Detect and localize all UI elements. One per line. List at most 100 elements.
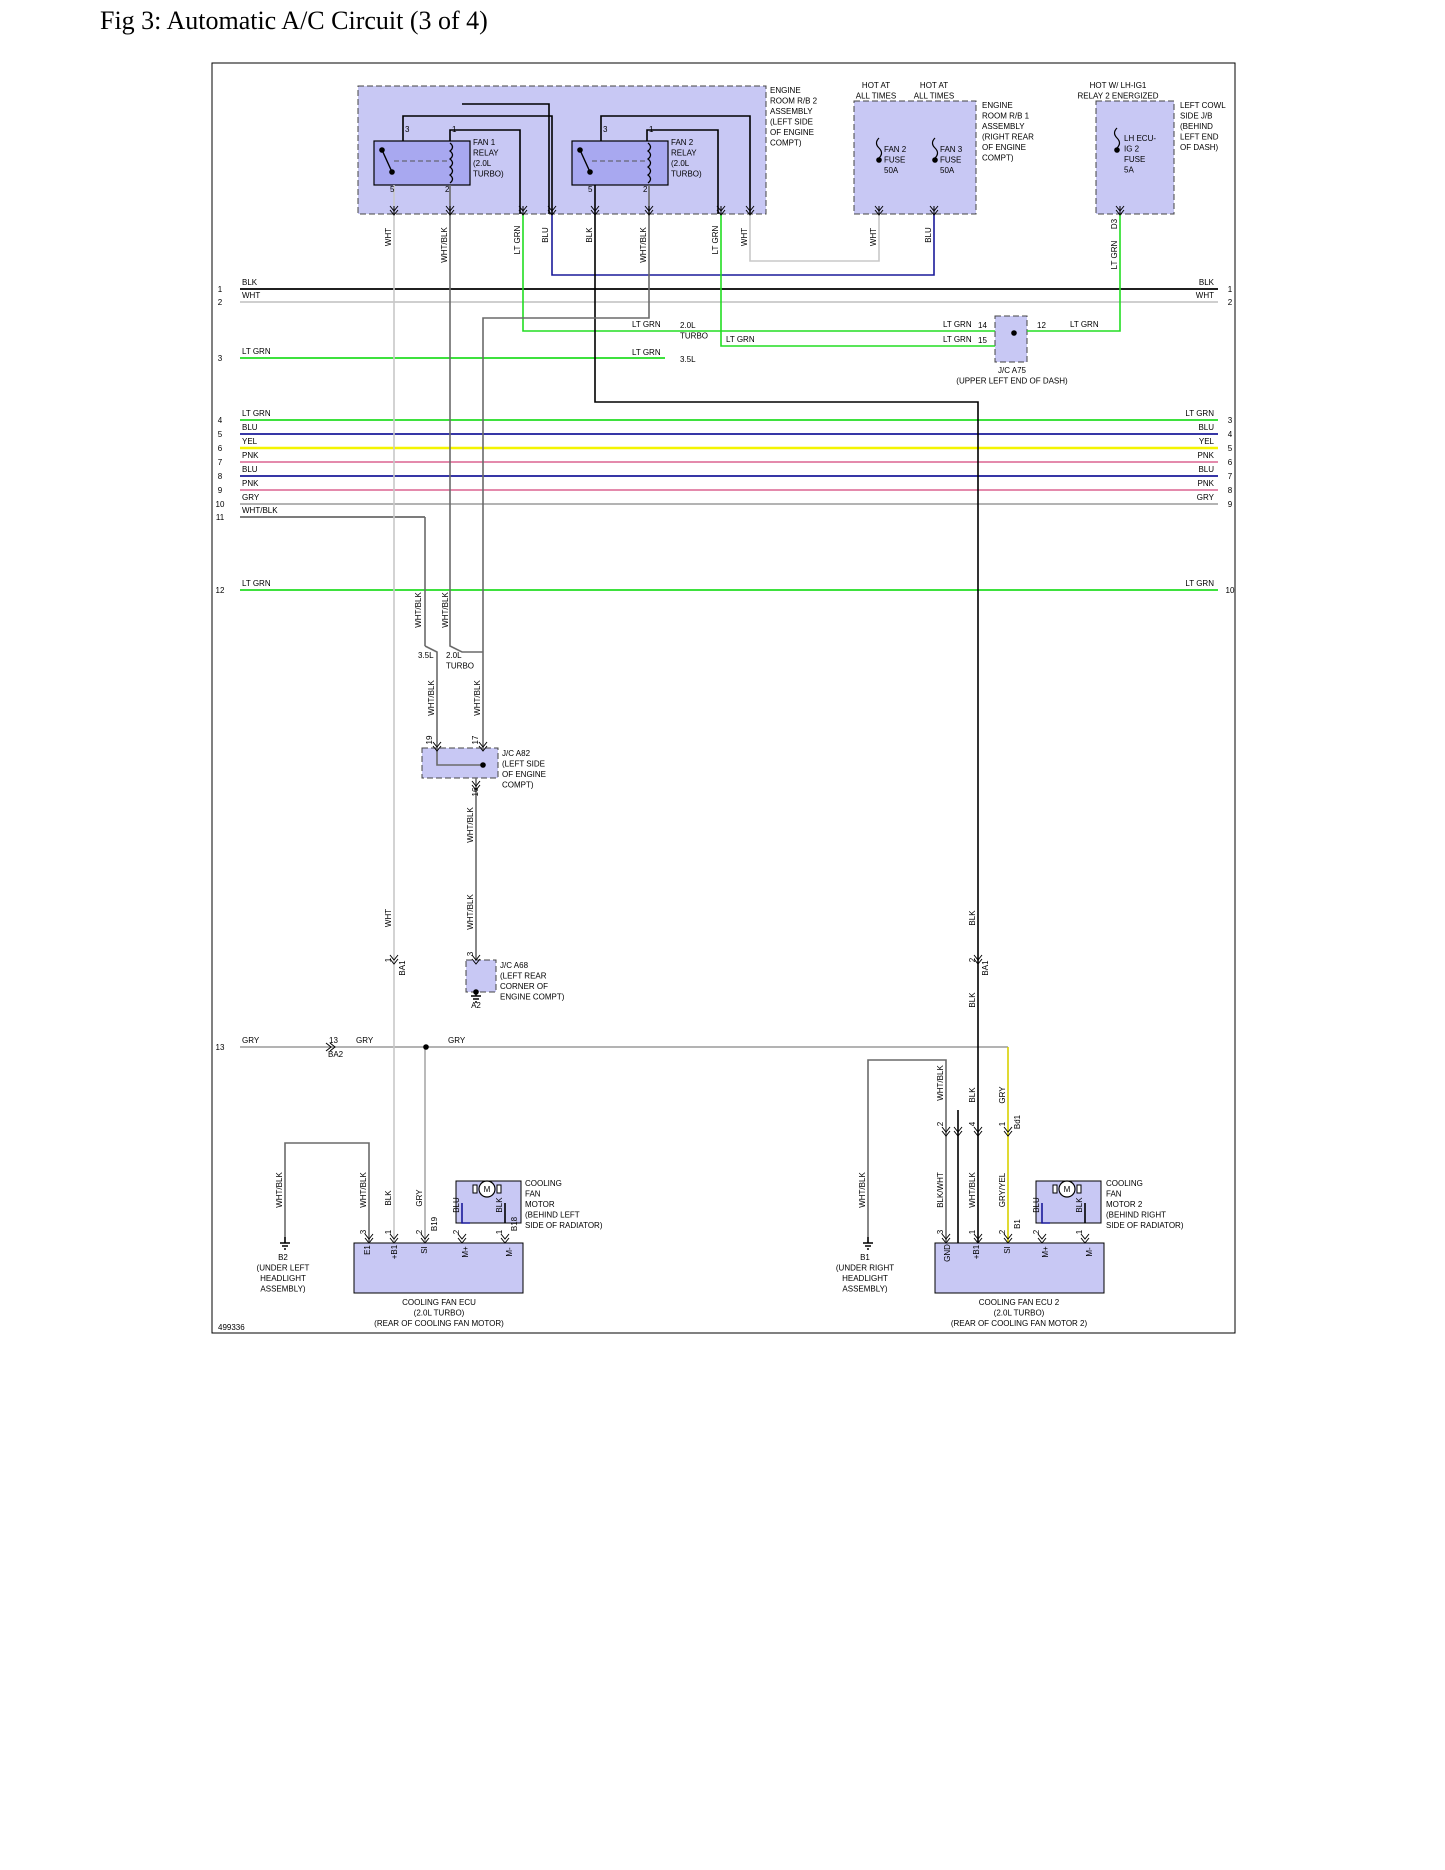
pin-label: 5 (390, 185, 395, 194)
fan-1-relay-switch-contact (389, 169, 395, 175)
wire-label: WHT/BLK (466, 807, 475, 843)
ecu-terminal-label: GND (943, 1244, 952, 1262)
connector-symbol (432, 741, 442, 752)
pin-label: 12 (1037, 321, 1046, 330)
ecu-terminal-label: +B1 (390, 1244, 399, 1259)
variant-label: 3.5L (680, 355, 696, 364)
splice-gry (423, 1044, 429, 1050)
left-cowl-jb-box (1095, 100, 1175, 215)
connector-symbol (929, 205, 939, 216)
pin-label: 2 (998, 1229, 1007, 1234)
wire-ltgrn-relay2 (720, 214, 995, 347)
wire-whtblk-35l (424, 645, 438, 750)
pin-label: 5 (588, 185, 593, 194)
wire-whtblk-20l (449, 640, 483, 653)
wire-blu-motor1 (461, 1203, 470, 1224)
pin-label: 14 (978, 321, 987, 330)
connector-label: B19 (430, 1216, 439, 1231)
fan-2-relay-switch-pivot (577, 147, 583, 153)
bus-right-number: 9 (1228, 500, 1233, 509)
bus-left-number: 6 (218, 444, 223, 453)
wire-label: WHT (740, 228, 749, 246)
bus-left-number: 10 (216, 500, 225, 509)
connector-label: B1 (1013, 1219, 1022, 1229)
bus-left-label: GRY (242, 493, 260, 502)
wire-label: LT GRN (1110, 240, 1119, 269)
bus-left-number: 2 (218, 298, 223, 307)
pin-label: 2 (415, 1229, 424, 1234)
wire-label: LT GRN (513, 225, 522, 254)
connector-symbol (941, 1126, 951, 1137)
wire-label: BLK (384, 1190, 393, 1206)
cooling-fan-motor-brush-left (472, 1184, 478, 1194)
connector-label: D3 (1110, 218, 1119, 229)
connector-symbol (874, 205, 884, 216)
ecu-terminal-label: M- (505, 1247, 514, 1257)
bus-right-number: 10 (1226, 586, 1235, 595)
pin-label: 2 (1032, 1229, 1041, 1234)
connector-symbol (1003, 1126, 1013, 1137)
connector-symbol (389, 205, 399, 216)
pin-label: 1 (452, 125, 457, 134)
bus-right-label: BLK (1199, 278, 1215, 287)
engine-room-rb1-box (853, 100, 977, 215)
pin-label: 3 (603, 125, 608, 134)
bus-left-label: BLU (242, 465, 258, 474)
pin-label: 1 (384, 1229, 393, 1234)
wire-label: LT GRN (632, 348, 661, 357)
connector-label: Bd1 (1013, 1114, 1022, 1129)
connector-label: A2 (471, 1001, 481, 1010)
wire-label: BLU (924, 227, 933, 243)
ecu-terminal-label: E1 (363, 1245, 372, 1255)
bus-left-label: YEL (242, 437, 258, 446)
bus-right-label: GRY (1197, 493, 1215, 502)
cooling-fan-motor2-symbol (1058, 1180, 1076, 1198)
variant-label: 3.5L (418, 651, 434, 660)
bus-left-label: BLU (242, 423, 258, 432)
bus-left-label: LT GRN (242, 579, 271, 588)
wire-relay2-pin1 (646, 129, 719, 214)
bus-left-label: LT GRN (242, 409, 271, 418)
wire-label: GRY (448, 1036, 466, 1045)
bus-right-label: BLU (1198, 465, 1214, 474)
wire-wht-rb2-rb1 (749, 214, 880, 262)
connector-symbol (1080, 1233, 1090, 1244)
pin-label: 3 (936, 1229, 945, 1234)
jc-a82-box (421, 747, 499, 779)
fan-2-relay-body (571, 140, 669, 186)
bus-right-label: PNK (1198, 451, 1215, 460)
figure-id: 499336 (218, 1323, 245, 1332)
pin-label: 15 (978, 336, 987, 345)
ecu-terminal-label: M+ (1041, 1246, 1050, 1258)
wire-label: GRY (356, 1036, 374, 1045)
wire-relay1-pin3 (402, 115, 553, 214)
bus-left-label: PNK (242, 451, 259, 460)
wire-label: WHT/BLK (427, 680, 436, 716)
cooling-fan-ecu2-box (934, 1242, 1105, 1294)
wire-label: WHT/BLK (968, 1172, 977, 1208)
wire-label: GRY (415, 1189, 424, 1207)
wire-whtblk-relay2 (482, 185, 650, 750)
cooling-fan-motor-brush-right (496, 1184, 502, 1194)
ground-b2 (280, 1237, 290, 1250)
bus-right-number: 7 (1228, 472, 1233, 481)
wire-rb2-top (462, 103, 550, 214)
lh-ecu-ig2-fuse-terminal (1114, 147, 1120, 153)
fan-1-relay-coil (448, 142, 454, 184)
connector-symbol (1037, 1233, 1047, 1244)
wire-label: LT GRN (943, 335, 972, 344)
fan-2-fuse-terminal (876, 157, 882, 163)
connector-label: BA1 (398, 960, 407, 976)
bus-right-number: 4 (1228, 430, 1233, 439)
bus-left-label: LT GRN (242, 347, 271, 356)
diagram-frame (211, 62, 1236, 1334)
wire-label: WHT/BLK (275, 1172, 284, 1208)
